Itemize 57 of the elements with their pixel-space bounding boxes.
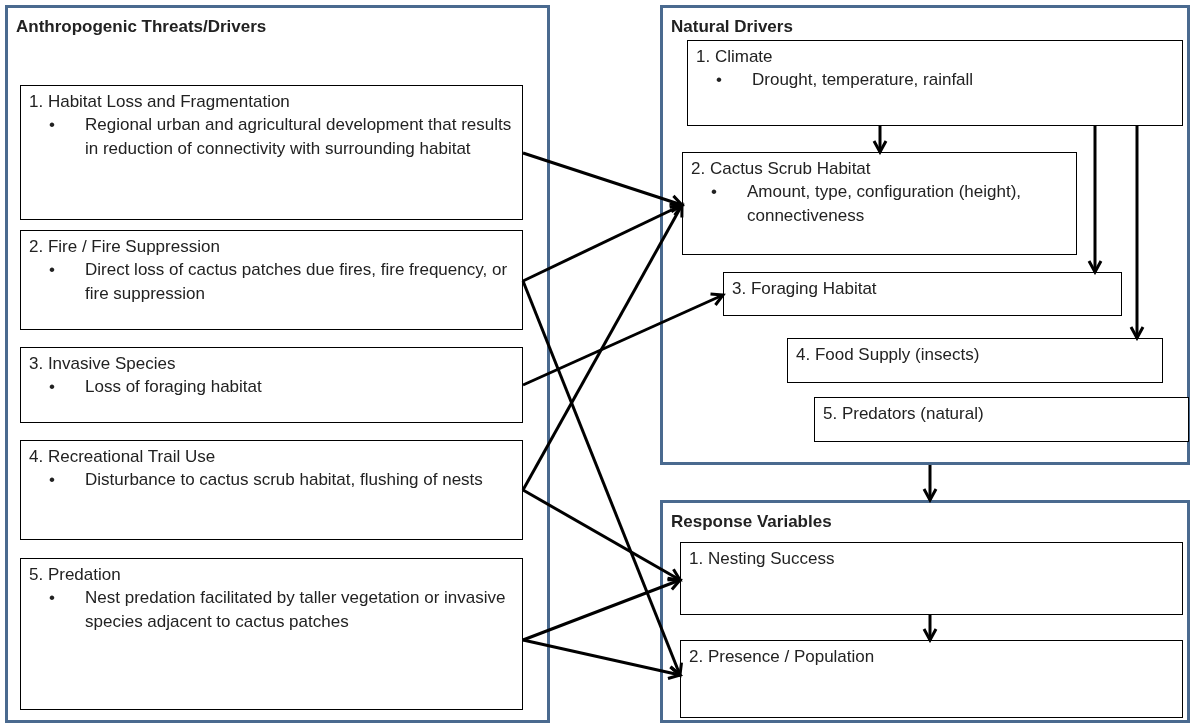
arrow	[922, 615, 938, 642]
group-panel	[660, 500, 1190, 723]
factor-box	[687, 40, 1183, 126]
arrow	[522, 638, 682, 680]
arrow	[521, 203, 684, 491]
factor-title: 2. Presence / Population	[689, 646, 876, 668]
bullet-marker: •	[49, 376, 56, 399]
bullet-marker: •	[49, 114, 56, 137]
arrow	[1087, 126, 1103, 274]
factor-box	[680, 640, 1183, 718]
bullet-text: Regional urban and agricultural development that results in reduction of connectivity with surrounding habitat	[85, 114, 513, 160]
arrow	[522, 151, 684, 209]
panel-heading: Natural Drivers	[671, 16, 793, 38]
arrow	[1129, 126, 1145, 340]
factor-title: 4. Food Supply (insects)	[796, 344, 981, 366]
bullet-text: Drought, temperature, rainfall	[752, 69, 974, 92]
factor-box	[814, 397, 1189, 442]
factor-title: 3. Foraging Habitat	[732, 278, 878, 300]
bullet-text: Nest predation facilitated by taller vegetation or invasive species adjacent to cactus patches	[85, 587, 507, 633]
bullet-text: Amount, type, configuration (height), connectiveness	[747, 181, 1023, 227]
group-panel	[5, 5, 550, 723]
bullet-marker: •	[49, 259, 56, 282]
factor-title: 5. Predators (natural)	[823, 403, 985, 425]
factor-title: 1. Habitat Loss and Fragmentation	[29, 91, 291, 113]
arrow	[522, 292, 725, 387]
factor-title: 4. Recreational Trail Use	[29, 446, 217, 468]
factor-box	[787, 338, 1163, 383]
factor-title: 3. Invasive Species	[29, 353, 177, 375]
factor-box	[723, 272, 1122, 316]
factor-box	[680, 542, 1183, 615]
bullet-marker: •	[716, 69, 723, 92]
factor-title: 2. Cactus Scrub Habitat	[691, 158, 872, 180]
arrow	[872, 126, 888, 154]
arrow	[522, 576, 682, 642]
factor-title: 1. Climate	[696, 46, 774, 68]
factor-box	[682, 152, 1077, 255]
arrow	[521, 280, 683, 677]
bullet-marker: •	[711, 181, 718, 204]
bullet-text: Direct loss of cactus patches due fires, fire frequency, or fire suppression	[85, 259, 509, 305]
factor-title: 5. Predation	[29, 564, 122, 586]
bullet-text: Loss of foraging habitat	[85, 376, 262, 399]
factor-box	[20, 558, 523, 710]
factor-title: 2. Fire / Fire Suppression	[29, 236, 221, 258]
panel-heading: Anthropogenic Threats/Drivers	[16, 16, 267, 38]
panel-heading: Response Variables	[671, 511, 832, 533]
bullet-marker: •	[49, 469, 56, 492]
arrow	[522, 488, 682, 582]
factor-box	[20, 230, 523, 330]
bullet-text: Disturbance to cactus scrub habitat, flushing of nests	[85, 469, 483, 492]
arrow	[522, 202, 684, 283]
bullet-marker: •	[49, 587, 56, 610]
factor-box	[20, 347, 523, 423]
factor-box	[20, 85, 523, 220]
factor-title: 1. Nesting Success	[689, 548, 836, 570]
group-panel	[660, 5, 1190, 465]
factor-box	[20, 440, 523, 540]
arrow	[922, 465, 938, 502]
